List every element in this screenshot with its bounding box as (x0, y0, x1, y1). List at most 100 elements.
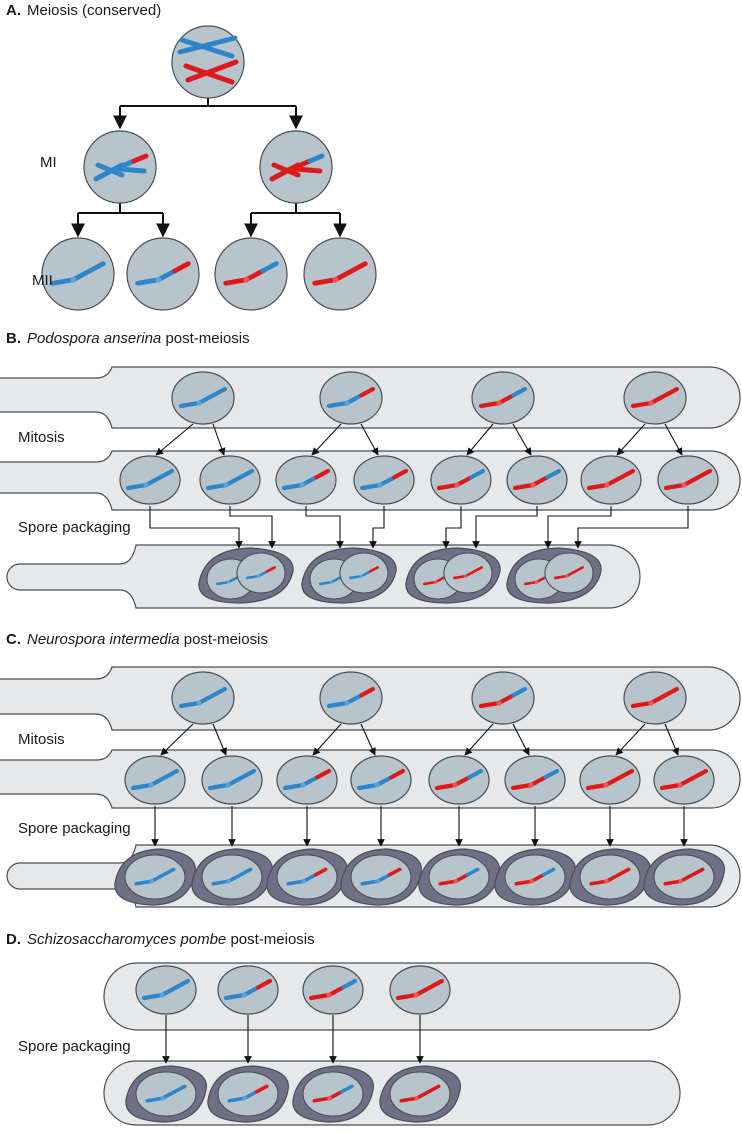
chromatid-arm (242, 1089, 259, 1101)
chromatid-arm (543, 768, 560, 780)
chromatid-arm (392, 468, 409, 480)
chromatid-arm (196, 386, 228, 406)
chromatid-arm (545, 468, 562, 480)
chromatid-arm (648, 686, 680, 706)
chromatid-arm (312, 277, 338, 286)
centromere (453, 879, 458, 884)
chromatid-arm (145, 1096, 165, 1103)
centromere (149, 879, 154, 884)
podospora-meiotic-nucleus-1 (171, 371, 235, 425)
chromatid-arm (148, 768, 180, 788)
centromere (496, 400, 502, 406)
neurospora-meiotic-nucleus-3 (471, 671, 535, 725)
chromatid-arm (178, 400, 202, 409)
centromere (603, 782, 609, 788)
chromatid-arm (369, 566, 379, 573)
centromere (677, 782, 683, 788)
pombe-spore-1 (125, 1065, 207, 1123)
arrow (442, 506, 462, 549)
pombe-meiotic-nucleus-3 (302, 965, 364, 1015)
chromatid-arm (319, 580, 333, 586)
podospora-mitotic-nucleus-1 (119, 455, 181, 505)
chromatid-arm (159, 978, 191, 998)
chromatid-arm (585, 782, 609, 791)
podospora-spore-4 (506, 547, 602, 604)
arrow (212, 723, 227, 756)
centromere (359, 574, 364, 578)
neurospora-spore-3 (266, 848, 348, 906)
chromatid-arm (226, 867, 253, 884)
chromatid-arm (478, 400, 502, 409)
chromosome-red (183, 63, 235, 85)
chromatid-arm (512, 482, 536, 491)
label-packaging-d: Spore packaging (18, 1038, 131, 1055)
neurospora-spore-5 (418, 848, 500, 906)
podospora-mitotic-nucleus-7 (580, 455, 642, 505)
chromatid-arm (308, 992, 332, 1001)
label-packaging-b: Spore packaging (18, 519, 131, 536)
chromatid-arm (246, 574, 260, 580)
neurospora-mitotic-nucleus-3 (276, 755, 338, 805)
chromatid-arm (312, 1096, 332, 1103)
chromatid-arm (465, 867, 480, 877)
chromatid-arm (496, 393, 516, 406)
centromere (681, 482, 687, 488)
arrow (472, 506, 538, 549)
neurospora-mitotic-nucleus-8 (653, 755, 715, 805)
chromatid-arm (326, 700, 350, 709)
centromere (243, 276, 250, 283)
centromere (148, 782, 154, 788)
chromatid-arm (326, 985, 346, 998)
chromatid-arm (282, 782, 306, 791)
chromatid-arm (434, 782, 458, 791)
neurospora-meiotic-nucleus-4 (623, 671, 687, 725)
chromatid-arm (211, 879, 231, 886)
connectors-layer (71, 98, 689, 1064)
chromatid-arm (511, 386, 528, 398)
centromere (196, 400, 202, 406)
section-b-title: B.Podospora anserina post-meiosis (6, 330, 250, 347)
arrow (544, 506, 612, 549)
connector (251, 203, 340, 214)
podospora-mitotic-nucleus-5 (430, 455, 492, 505)
chromosome-blue (179, 37, 235, 59)
neurospora-mitotic-nucleus-4 (350, 755, 412, 805)
chromatid-arm (524, 580, 538, 586)
arrow (160, 723, 194, 756)
chromatid-arm (356, 782, 380, 791)
chromatid-arm (359, 386, 376, 398)
neurospora-mitotic-nucleus-1 (124, 755, 186, 805)
chromatid-arm (70, 261, 106, 283)
centromere (256, 574, 261, 578)
chromatid-arm (314, 468, 331, 480)
chromatid-arm (160, 1084, 187, 1101)
chromatid-arm (300, 775, 320, 788)
centromere (223, 482, 229, 488)
chromatid-arm (554, 574, 568, 580)
centromere (454, 482, 460, 488)
centromere (344, 700, 350, 706)
arrow (311, 423, 342, 456)
chromatid-arm (464, 566, 483, 578)
centromere (529, 879, 534, 884)
connector (120, 98, 296, 107)
centromere (463, 574, 468, 578)
chromatid-arm (395, 992, 419, 1001)
mii-nucleus-2 (126, 237, 200, 311)
chromatid-arm (387, 867, 402, 877)
chromatid-arm (315, 768, 332, 780)
chromosome-blue (177, 35, 238, 55)
podospora-spore-1 (198, 547, 294, 604)
podospora-meiotic-nucleus-2 (319, 371, 383, 425)
podospora-mitotic-nucleus-3 (275, 455, 337, 505)
centromere (377, 482, 383, 488)
chromatid-arm (207, 782, 231, 791)
diploid-nucleus (171, 25, 245, 99)
chromatid-arm (349, 574, 363, 580)
chromatid-arm (496, 693, 516, 706)
label-mitosis-c: Mitosis (18, 731, 65, 748)
chromosome-red (185, 59, 239, 83)
centromere (196, 700, 202, 706)
chromatid-arm (135, 277, 161, 286)
chromatid-arm (299, 475, 319, 488)
